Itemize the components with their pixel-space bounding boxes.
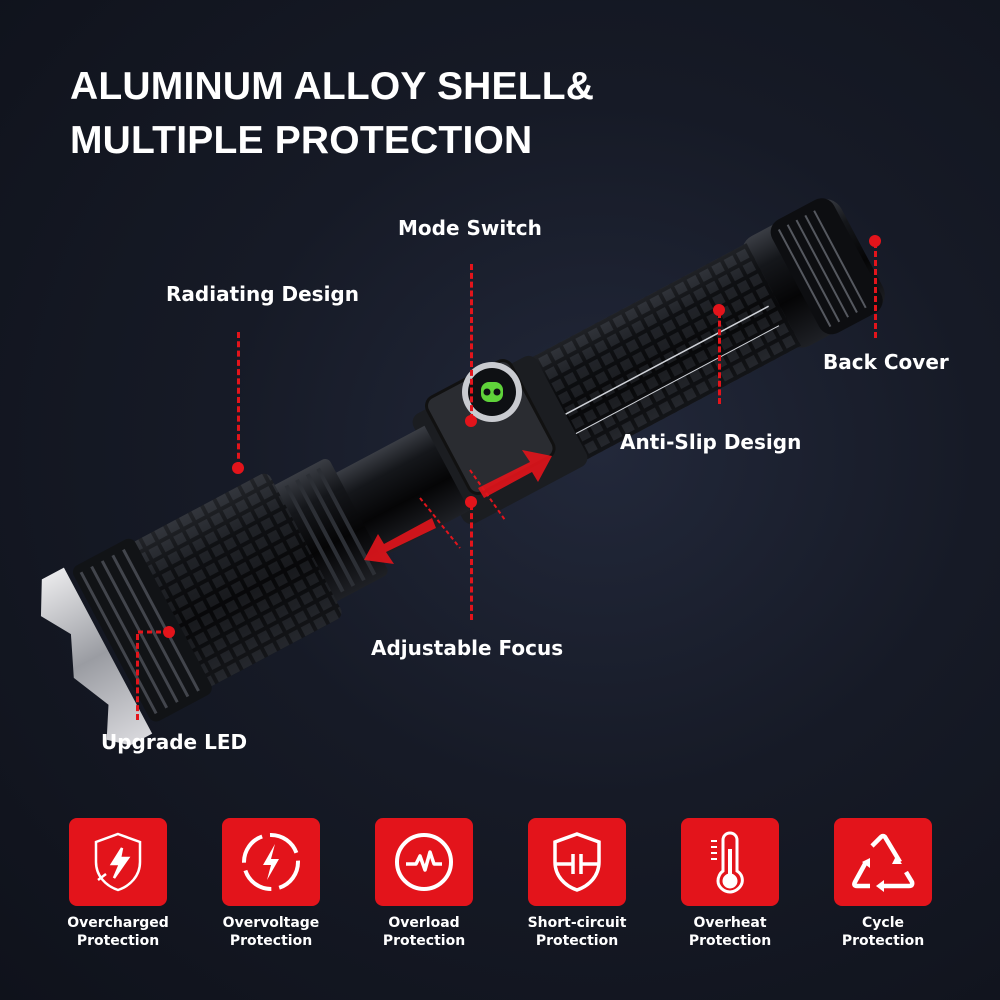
callout-anti-slip-design: Anti-Slip Design	[620, 430, 802, 454]
leader-line	[136, 634, 139, 720]
headline-line-1: ALUMINUM ALLOY SHELL&	[70, 65, 595, 108]
shield-capacitor-icon	[553, 832, 601, 892]
callout-upgrade-led: Upgrade LED	[101, 730, 248, 754]
leader-line	[237, 332, 240, 468]
headline-line-2: MULTIPLE PROTECTION	[70, 119, 533, 162]
leader-line	[470, 264, 473, 420]
leader-line	[874, 242, 877, 338]
callout-back-cover: Back Cover	[823, 350, 949, 374]
callout-adjustable-focus: Adjustable Focus	[371, 636, 564, 660]
headline: ALUMINUM ALLOY SHELL& MULTIPLE PROTECTIO…	[70, 60, 594, 168]
marker-dot	[713, 304, 725, 316]
callout-mode-switch: Mode Switch	[398, 216, 542, 240]
marker-dot	[163, 626, 175, 638]
thermometer-icon	[711, 831, 744, 894]
leader-line	[470, 504, 473, 620]
pulse-circle-icon	[395, 833, 453, 891]
marker-dot	[465, 415, 477, 427]
recycle-triangle-icon	[852, 833, 915, 892]
callout-radiating-design: Radiating Design	[166, 282, 359, 306]
marker-dot	[232, 462, 244, 474]
marker-dot	[869, 235, 881, 247]
lightning-circle-icon	[242, 833, 300, 891]
marker-dot	[465, 496, 477, 508]
leader-line	[718, 312, 721, 404]
shield-lightning-plug-icon	[94, 832, 142, 892]
